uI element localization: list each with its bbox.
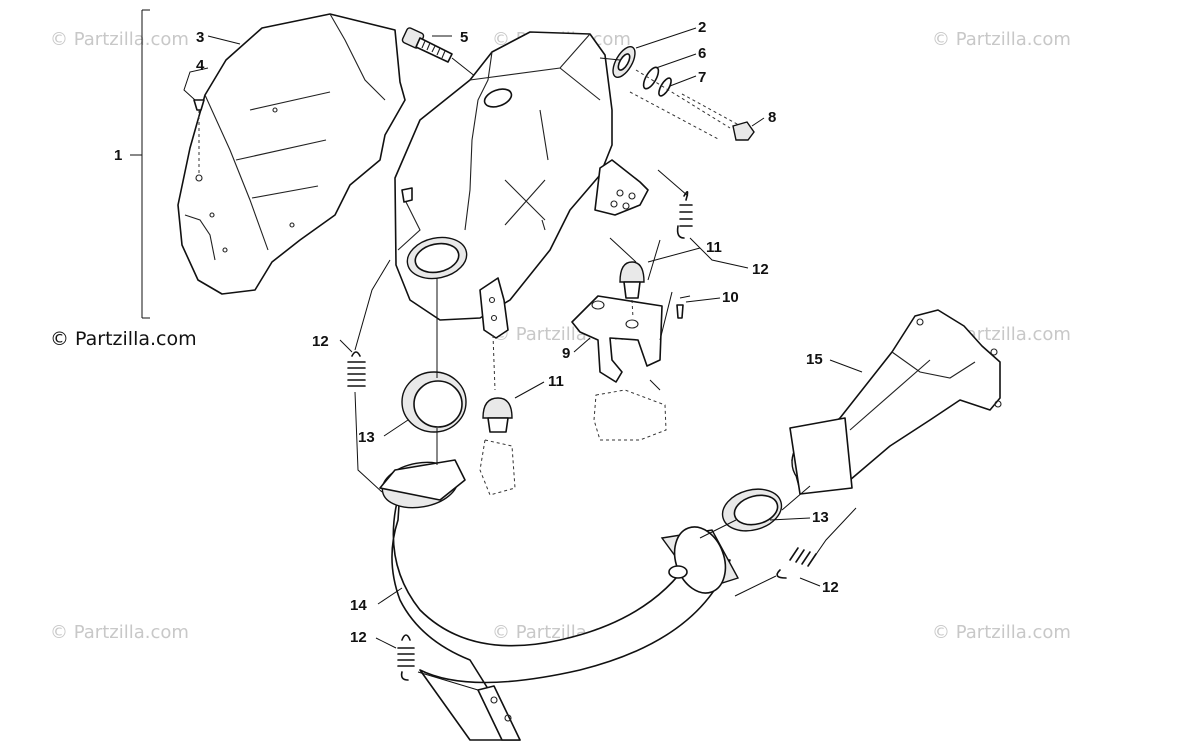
- exhaust-spring: [397, 634, 415, 681]
- callout-label: 2: [698, 19, 706, 36]
- callout-label: 9: [562, 345, 570, 362]
- callout-label: 13: [812, 509, 829, 526]
- watermark: © Partzilla.com: [932, 622, 1071, 643]
- callout-label: 11: [706, 239, 722, 256]
- watermark-main: © Partzilla.com: [50, 328, 197, 350]
- callout-label: 7: [698, 69, 706, 86]
- callout-label: 8: [768, 109, 776, 126]
- fastener-stack: [599, 46, 755, 141]
- callout-label: 3: [196, 29, 204, 46]
- exhaust-spring: [776, 547, 817, 579]
- callout-label: 13: [358, 429, 375, 446]
- callout-label: 15: [806, 351, 823, 368]
- exhaust-spring: [676, 191, 693, 239]
- muffler: [394, 31, 649, 391]
- callout-leaders: [207, 27, 863, 649]
- callout-label: 4: [196, 57, 205, 74]
- callout-labels: 1 2 3 4 5 6 7 8 9 10 11 11 12 12 12 12 1…: [114, 19, 839, 646]
- callout-label: 6: [698, 45, 706, 62]
- watermark: © Partzilla.com: [932, 29, 1071, 50]
- grommet-mount-outline: [479, 439, 516, 496]
- watermark: © Partzilla.com: [50, 29, 189, 50]
- rubber-grommet: [482, 397, 513, 433]
- callout-label: 14: [350, 597, 367, 614]
- callout-label: 12: [822, 579, 839, 596]
- bolt: [401, 27, 501, 97]
- exhaust-gasket-ring: [721, 488, 783, 532]
- exhaust-gasket-ring: [401, 371, 467, 433]
- rubber-grommet: [619, 261, 645, 319]
- callout-label: 11: [548, 373, 564, 390]
- mounting-bracket: [571, 295, 691, 441]
- callout-label: 5: [460, 29, 468, 46]
- heat-shield: [177, 13, 406, 295]
- callout-label: 1: [114, 147, 122, 164]
- watermark: © Partzilla.com: [50, 622, 189, 643]
- rivet: [183, 67, 209, 182]
- group-bracket: [141, 9, 150, 319]
- exhaust-pipe: [379, 459, 740, 741]
- callout-label: 10: [722, 289, 739, 306]
- callout-label: 12: [350, 629, 367, 646]
- watermark-layer: © Partzilla.com © Partzilla.com © Partzi…: [50, 29, 1071, 643]
- callout-label: 12: [752, 261, 769, 278]
- callout-label: 12: [312, 333, 329, 350]
- exhaust-spring: [347, 351, 366, 387]
- exhaust-manifold: [789, 309, 1002, 495]
